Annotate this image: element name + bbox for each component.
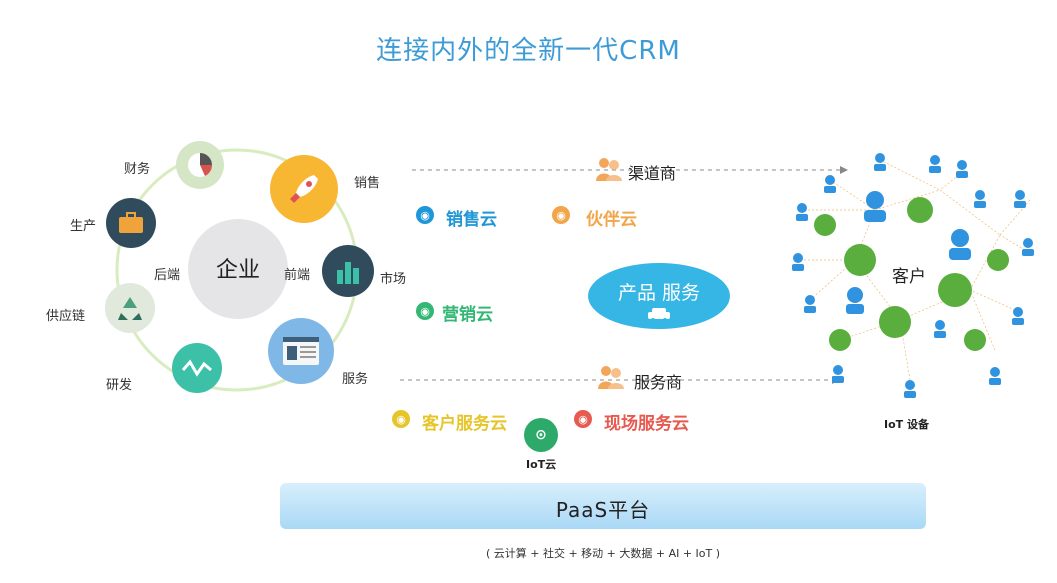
finance-label: 财务 bbox=[124, 162, 151, 177]
service-label: 服务 bbox=[342, 372, 369, 387]
front-office-label: 前端 bbox=[284, 268, 311, 283]
marketing-cloud-label: 营销云 bbox=[442, 305, 493, 325]
rocket-icon bbox=[290, 175, 318, 203]
customer-label: 客户 bbox=[892, 267, 926, 287]
rnd-node bbox=[172, 343, 222, 393]
bar-chart-icon bbox=[337, 262, 359, 284]
sales-node bbox=[270, 155, 338, 223]
iot-cloud-label: IoT云 bbox=[526, 458, 557, 471]
service-provider-label: 服务商 bbox=[634, 373, 683, 392]
marketing-node bbox=[322, 245, 374, 297]
field-service-cloud-label: 现场服务云 bbox=[604, 414, 689, 434]
paas-platform-bar bbox=[280, 483, 926, 529]
marketing-label: 市场 bbox=[380, 272, 407, 287]
customer-service-cloud-label: 客户服务云 bbox=[422, 414, 507, 434]
rnd-label: 研发 bbox=[106, 378, 133, 393]
pie-chart-icon bbox=[188, 153, 213, 177]
production-label: 生产 bbox=[70, 219, 97, 234]
enterprise-circle bbox=[188, 219, 288, 319]
car-icon bbox=[646, 306, 672, 326]
paas-platform-label: PaaS平台 bbox=[555, 498, 651, 522]
sales-cloud-icon: ◉ bbox=[416, 206, 434, 224]
recycle-icon bbox=[118, 297, 142, 320]
supply-chain-label: 供应链 bbox=[46, 309, 86, 324]
sales-label: 销售 bbox=[354, 176, 381, 191]
document-window-icon bbox=[283, 337, 319, 365]
paas-platform-subtitle: ( 云计算 + 社交 + 移动 + 大数据 + AI + IoT ) bbox=[485, 547, 721, 560]
sales-cloud-label: 销售云 bbox=[446, 210, 497, 230]
field-service-cloud-icon: ◉ bbox=[574, 410, 592, 428]
partner-cloud-label: 伙伴云 bbox=[586, 210, 637, 230]
page-title: 连接内外的全新一代CRM bbox=[376, 36, 681, 66]
iot-devices-label: IoT 设备 bbox=[884, 418, 929, 431]
people-icon bbox=[596, 363, 626, 395]
production-node bbox=[106, 198, 156, 248]
product-service-label: 产品 服务 bbox=[617, 282, 701, 304]
partner-cloud-icon: ◉ bbox=[552, 206, 570, 224]
service-node bbox=[268, 318, 334, 384]
marketing-cloud-icon: ◉ bbox=[416, 302, 434, 320]
enterprise-label: 企业 bbox=[215, 258, 260, 283]
finance-node bbox=[176, 141, 224, 189]
channel-partner-label: 渠道商 bbox=[628, 164, 677, 183]
briefcase-icon bbox=[119, 212, 143, 233]
back-office-label: 后端 bbox=[154, 268, 181, 283]
customer-network bbox=[792, 153, 1034, 398]
pulse-icon bbox=[181, 359, 212, 377]
iot-cloud-icon: ⊙ bbox=[524, 418, 558, 452]
supply-chain-node bbox=[105, 283, 155, 333]
people-icon bbox=[594, 155, 624, 187]
customer-service-cloud-icon: ◉ bbox=[392, 410, 410, 428]
